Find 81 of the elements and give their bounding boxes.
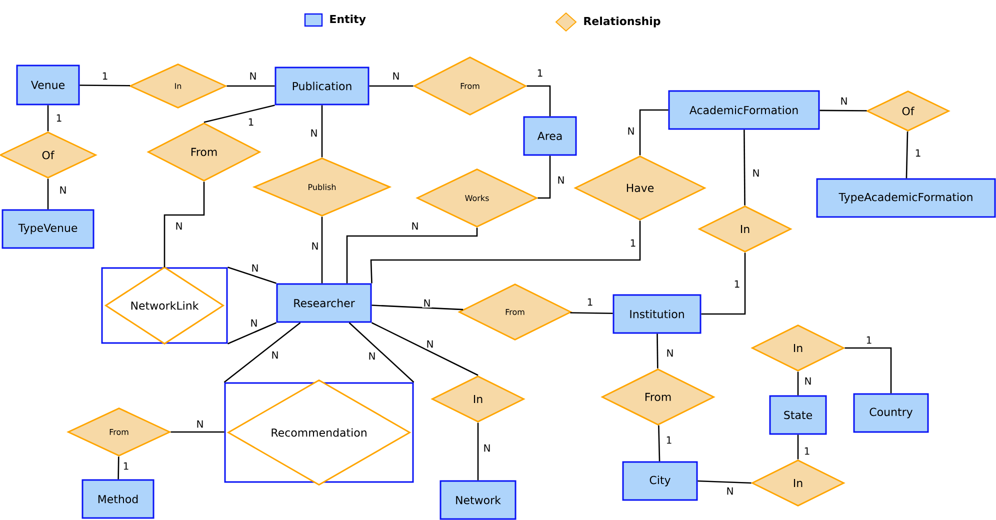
entity-box: TypeVenue	[2, 209, 94, 249]
edge-label: N	[751, 168, 761, 178]
edge-label: 1	[536, 68, 544, 78]
edge-label: N	[270, 350, 280, 360]
connector-line	[224, 322, 301, 383]
edge-label: 1	[914, 148, 922, 158]
entity-box: Area	[523, 116, 577, 156]
connector-line	[797, 434, 799, 460]
entity-box: AcademicFormation	[668, 90, 820, 130]
connector-line	[228, 322, 277, 344]
edge-label: N	[391, 71, 401, 81]
entity-box: Network	[440, 480, 516, 520]
edge-label: N	[58, 185, 68, 195]
connector-line	[797, 372, 799, 396]
legend-label: Relationship	[584, 16, 660, 28]
edge-label: N	[425, 339, 435, 349]
connector-line	[118, 456, 120, 480]
entity-box: Country	[853, 393, 929, 433]
connector-line	[348, 322, 414, 383]
connector-line	[164, 182, 205, 268]
entity-box: Venue	[16, 64, 80, 106]
edge-label: N	[249, 318, 259, 328]
connector-line	[906, 132, 908, 178]
connector-line	[570, 312, 613, 314]
edge-label: 1	[802, 446, 812, 456]
entity-box: Method	[82, 479, 154, 519]
connector-line	[370, 220, 641, 284]
edge-label: N	[626, 126, 636, 136]
entity-box: Publication	[274, 66, 370, 106]
edge-label: N	[367, 351, 377, 361]
entity-box: Researcher	[276, 283, 372, 323]
edge-label: N	[248, 71, 258, 81]
edge-label: N	[556, 175, 566, 185]
edge-label: 1	[100, 71, 110, 81]
connector-line	[371, 322, 478, 376]
edge-label: 1	[628, 238, 638, 248]
connector-line	[170, 431, 224, 433]
edge-label: 1	[54, 113, 64, 123]
connector-line	[656, 334, 658, 368]
connector-line	[538, 156, 551, 199]
edge-label: N	[665, 348, 675, 358]
edge-label: 1	[586, 297, 594, 307]
entity-box: State	[769, 395, 827, 435]
connector-line	[844, 347, 892, 394]
connector-line	[47, 178, 49, 210]
connector-line	[526, 85, 551, 116]
connector-line	[698, 480, 752, 484]
connector-line	[321, 216, 323, 284]
edge-label: 1	[732, 279, 742, 289]
connector-line	[372, 304, 464, 310]
connector-line	[228, 266, 276, 284]
connector-line	[204, 104, 275, 123]
edge-label: N	[195, 419, 205, 429]
connector-line	[658, 425, 660, 462]
entity-box: City	[622, 461, 698, 501]
connector-line	[477, 422, 479, 480]
edge-label: N	[174, 221, 184, 231]
connector-line	[369, 85, 414, 87]
edge-label: N	[482, 443, 492, 453]
connector-line	[321, 105, 323, 158]
edge-label: N	[839, 96, 849, 106]
entity-box: TypeAcademicFormation	[816, 178, 996, 218]
edge-label: 1	[664, 435, 674, 445]
edge-label: 1	[864, 335, 874, 345]
edge-label: 1	[122, 461, 130, 471]
edge-label: N	[803, 376, 813, 386]
connector-line	[47, 105, 49, 132]
edge-label: N	[250, 263, 260, 273]
edge-label: N	[422, 298, 432, 308]
edge-label: N	[310, 241, 320, 251]
connector-line	[820, 110, 867, 112]
connector-line	[701, 252, 746, 315]
edge-label: N	[309, 128, 319, 138]
connector-line	[80, 84, 130, 86]
connector-line	[346, 228, 478, 284]
connector-line	[744, 130, 746, 206]
legend-label: Entity	[330, 14, 366, 26]
connector-line	[226, 85, 275, 87]
connector-line	[639, 109, 668, 156]
edge-label: N	[725, 486, 735, 496]
entity-box: Institution	[612, 294, 702, 334]
